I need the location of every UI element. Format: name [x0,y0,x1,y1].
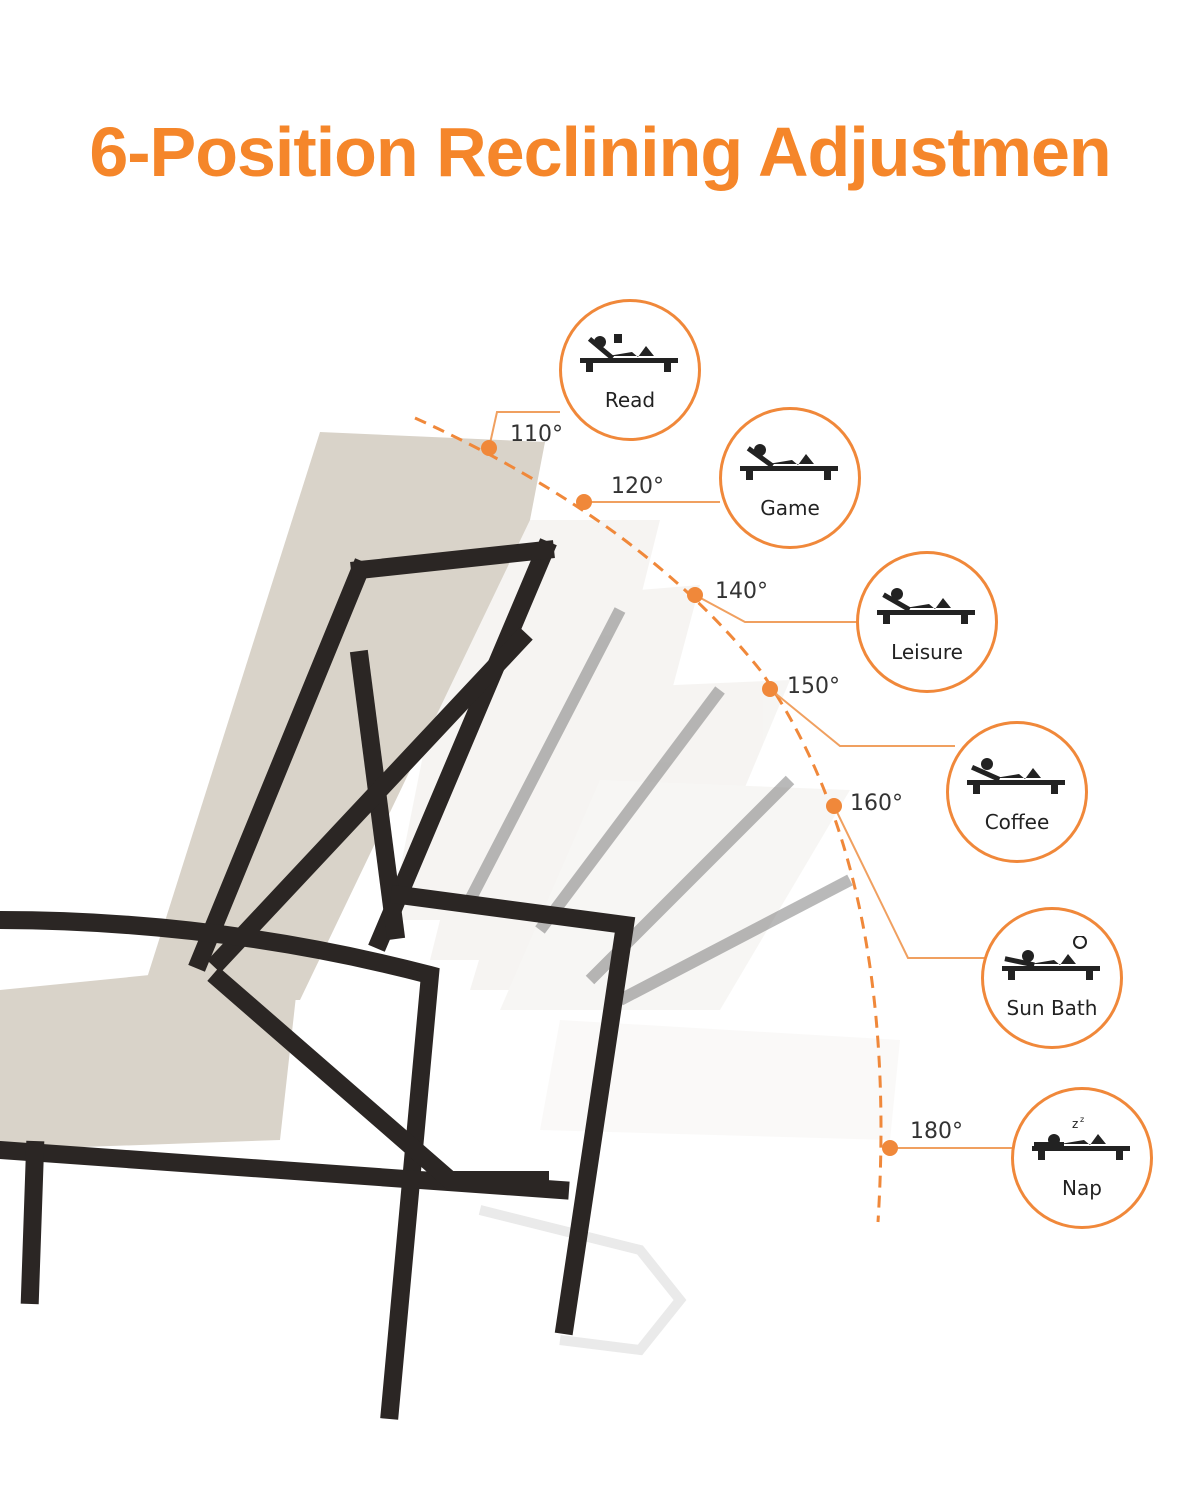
person-gaming-on-lounger-icon [740,444,838,480]
angle-marker-dot [687,587,703,603]
angle-marker-dot [882,1140,898,1156]
position-badge-coffee: Coffee [946,721,1088,863]
chair-frame [0,538,636,1420]
position-badge-sun-bath: Sun Bath [981,907,1123,1049]
position-label: Sun Bath [1006,996,1098,1020]
angle-marker-dot [481,440,497,456]
angle-label: 120° [611,474,664,499]
person-reading-on-lounger-icon [580,334,678,372]
person-sunbathing-sun-icon [1002,936,1100,980]
connector-line [769,688,955,747]
connector-line [488,411,560,449]
seat-cushion [0,960,300,1150]
angle-marker-dot [576,494,592,510]
angle-label: 140° [715,579,768,604]
angle-label: 160° [850,791,903,816]
position-label: Game [760,496,820,520]
angle-label: 150° [787,674,840,699]
position-label: Nap [1062,1176,1102,1200]
angle-label: 180° [910,1119,963,1144]
position-badge-read: Read [559,299,701,441]
headline: 6-Position Reclining Adjustmen [89,113,1111,191]
person-with-coffee-on-lounger-icon [967,758,1065,794]
connector-line [694,594,857,623]
angle-marker-dot [762,681,778,697]
person-relaxing-on-lounger-icon [877,588,975,624]
svg-text:z: z [1080,1116,1084,1124]
position-label: Read [604,388,656,412]
position-label: Coffee [984,810,1050,834]
svg-text:z: z [1072,1117,1078,1131]
position-badge-game: Game [719,407,861,549]
connector-line [833,805,985,959]
position-label: Leisure [891,640,963,664]
angle-marker-dot [826,798,842,814]
position-badge-leisure: Leisure [856,551,998,693]
angle-label: 110° [510,422,563,447]
